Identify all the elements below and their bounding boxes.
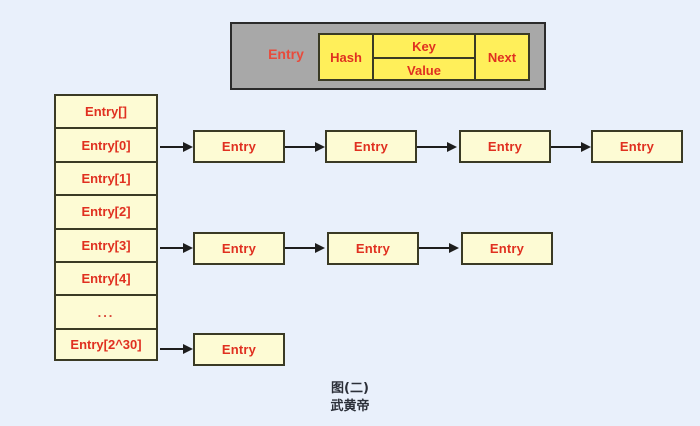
chain0-node-3: Entry bbox=[591, 130, 683, 163]
arrowhead-chain1-0-1 bbox=[315, 243, 325, 253]
array-cell-ellipsis: ... bbox=[54, 294, 158, 328]
legend-key-value-cell: Key Value bbox=[372, 33, 476, 81]
array-cell-entry-0: Entry[0] bbox=[54, 127, 158, 161]
legend-value-label: Value bbox=[407, 62, 441, 78]
arrowhead-array2pow30-to-node0 bbox=[183, 344, 193, 354]
legend-key-label: Key bbox=[374, 35, 474, 59]
connector-chain0-0-1 bbox=[285, 146, 317, 148]
legend-entry-label: Entry bbox=[268, 46, 304, 62]
array-cell-entry-3: Entry[3] bbox=[54, 227, 158, 261]
arrowhead-array0-to-node0 bbox=[183, 142, 193, 152]
connector-array0-to-node0 bbox=[160, 146, 185, 148]
chain0-node-1: Entry bbox=[325, 130, 417, 163]
array-cell-entry-1: Entry[1] bbox=[54, 160, 158, 195]
chain1-node-1: Entry bbox=[327, 232, 419, 265]
connector-array3-to-node0 bbox=[160, 247, 185, 249]
arrowhead-array3-to-node0 bbox=[183, 243, 193, 253]
chain2-node-0: Entry bbox=[193, 333, 285, 366]
chain1-node-0: Entry bbox=[193, 232, 285, 265]
array-cell-entry-4: Entry[4] bbox=[54, 260, 158, 295]
array-cell-entry-2: Entry[2] bbox=[54, 194, 158, 228]
connector-array2pow30-to-node0 bbox=[160, 348, 185, 350]
chain1-node-2: Entry bbox=[461, 232, 553, 265]
figure-caption-line2: 武黄帝 bbox=[330, 399, 370, 414]
arrowhead-chain0-2-3 bbox=[581, 142, 591, 152]
arrowhead-chain0-1-2 bbox=[447, 142, 457, 152]
connector-chain1-1-2 bbox=[419, 247, 451, 249]
chain0-node-2: Entry bbox=[459, 130, 551, 163]
connector-chain0-2-3 bbox=[551, 146, 583, 148]
chain0-node-0: Entry bbox=[193, 130, 285, 163]
connector-chain1-0-1 bbox=[285, 247, 317, 249]
entry-legend-panel: Entry Hash Key Value Next bbox=[230, 22, 546, 90]
figure-caption-line1: 图(二) bbox=[331, 381, 369, 396]
connector-chain0-1-2 bbox=[417, 146, 449, 148]
legend-hash-cell: Hash bbox=[318, 33, 374, 81]
arrowhead-chain0-0-1 bbox=[315, 142, 325, 152]
array-cell-entry-header: Entry[] bbox=[54, 94, 158, 128]
legend-next-cell: Next bbox=[474, 33, 530, 81]
array-cell-entry-2pow30: Entry[2^30] bbox=[54, 327, 158, 362]
entry-array-column: Entry[] Entry[0] Entry[1] Entry[2] Entry… bbox=[54, 94, 158, 362]
arrowhead-chain1-1-2 bbox=[449, 243, 459, 253]
